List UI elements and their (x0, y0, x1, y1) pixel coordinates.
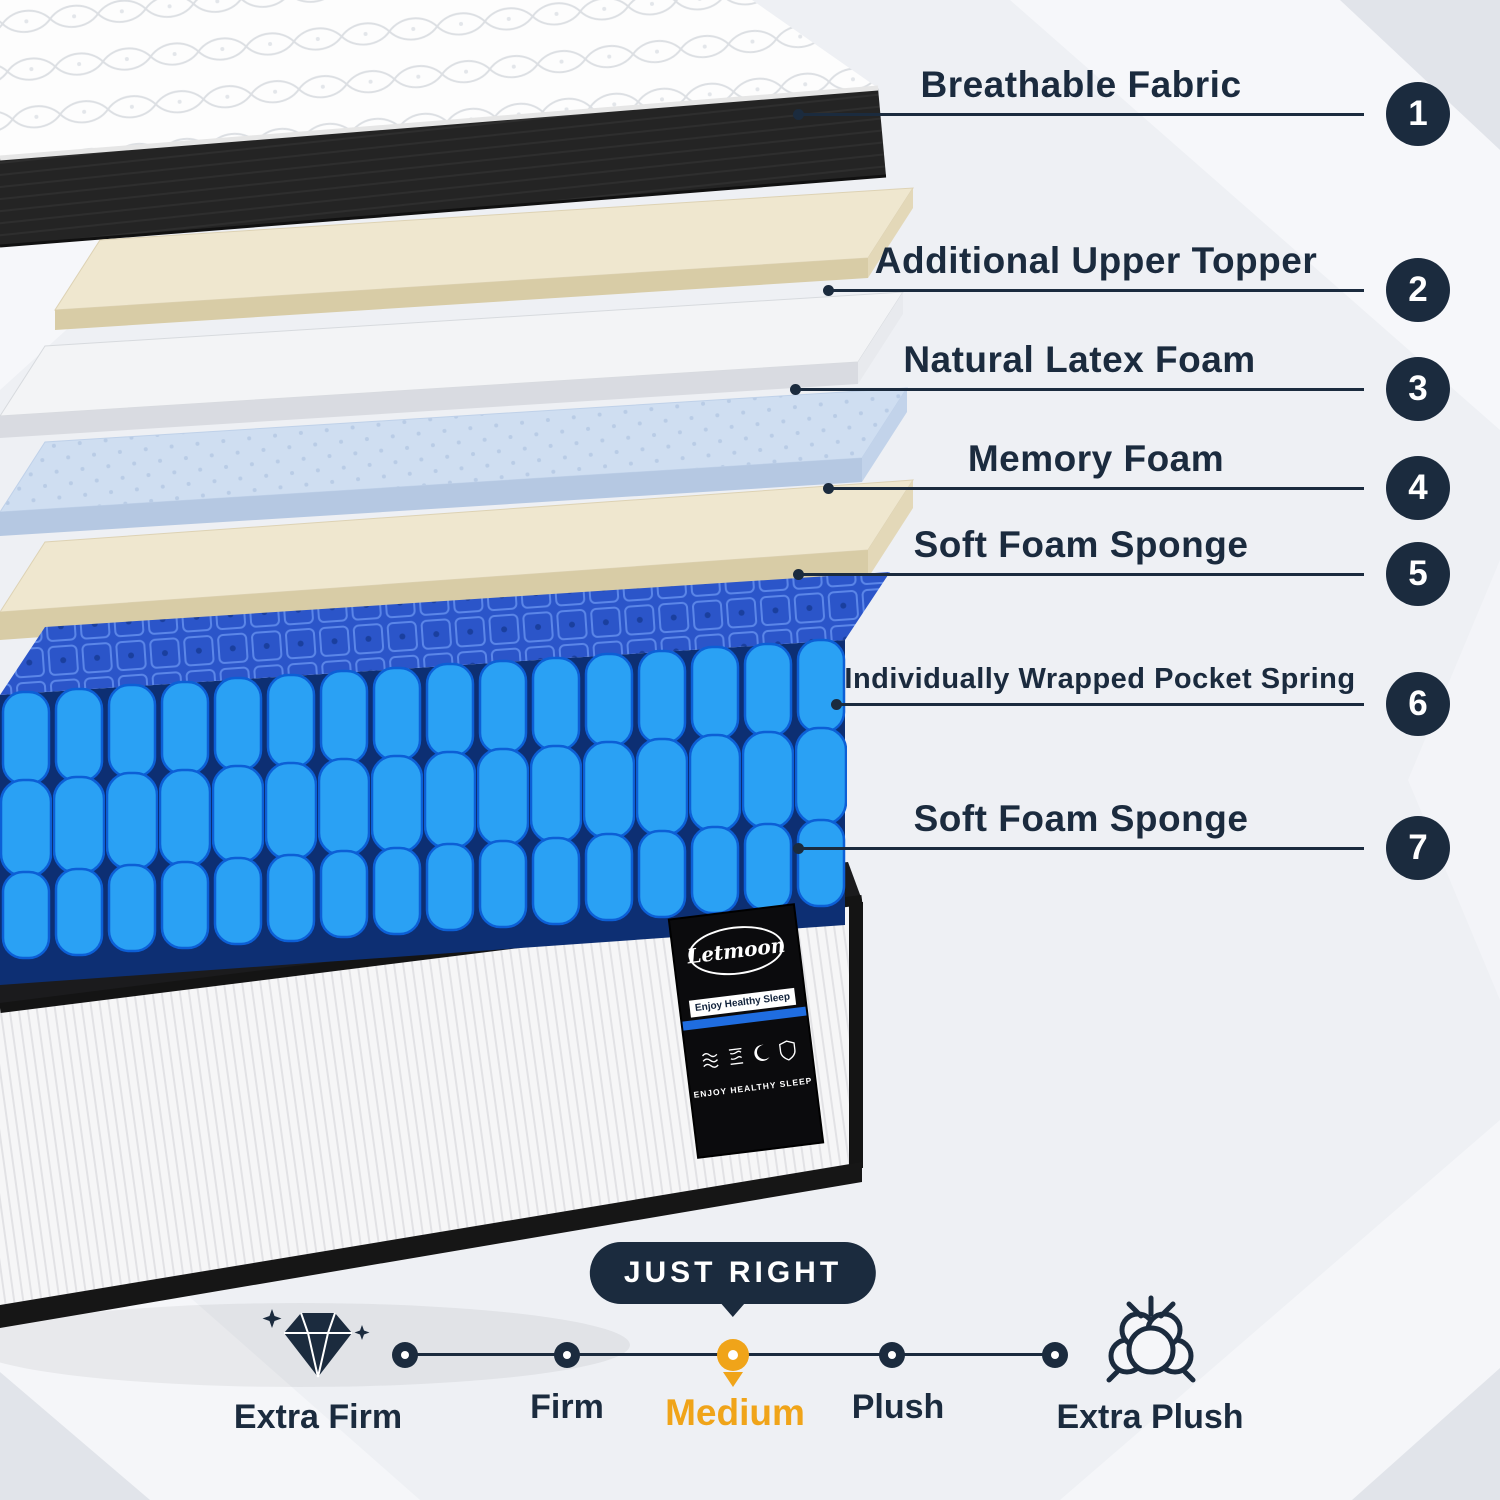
callout-label: Individually Wrapped Pocket Spring (844, 663, 1356, 695)
callout-label: Natural Latex Foam (903, 339, 1256, 380)
just-right-callout: JUST RIGHT (589, 1242, 877, 1317)
callout-number-badge: 6 (1386, 672, 1450, 736)
callout-pointer (719, 1302, 746, 1317)
mattress-brand-panel: Letmoon Enjoy Healthy Sleep ENJOY HEALTH… (669, 905, 823, 1157)
brand-logo: Letmoon (685, 920, 787, 981)
callout-line (795, 388, 1364, 391)
callout-number-badge: 5 (1386, 542, 1450, 606)
callout-memory-foam: Memory Foam 4 (823, 438, 1450, 520)
brand-caption: ENJOY HEALTHY SLEEP (692, 1075, 813, 1100)
layer-pocket-springs (0, 572, 890, 985)
callout-soft-foam-lower: Soft Foam Sponge 7 (793, 798, 1450, 880)
callout-number-badge: 2 (1386, 258, 1450, 322)
callout-latex-foam: Natural Latex Foam 3 (790, 339, 1450, 421)
callout-line (798, 573, 1364, 576)
callout-pocket-spring: Individually Wrapped Pocket Spring 6 (831, 663, 1450, 736)
firmness-dot-extra-plush (1042, 1342, 1068, 1368)
firmness-label-firm: Firm (530, 1388, 604, 1426)
fabric-icon (701, 1053, 719, 1068)
feature-icons-row (700, 1037, 798, 1073)
callout-label: Breathable Fabric (920, 64, 1242, 105)
firmness-label-plush: Plush (851, 1388, 945, 1426)
shield-icon (778, 1040, 796, 1061)
medium-pointer (723, 1372, 743, 1387)
firmness-dot-extra-firm (392, 1342, 418, 1368)
callout-label: Soft Foam Sponge (913, 798, 1249, 839)
firmness-label-extra-firm: Extra Firm (233, 1398, 403, 1436)
firmness-dot-plush (879, 1342, 905, 1368)
callout-number-badge: 7 (1386, 816, 1450, 880)
brand-name: Letmoon (685, 932, 787, 969)
callout-line (798, 847, 1364, 850)
callout-label: Memory Foam (967, 438, 1225, 479)
spring-icon (728, 1047, 744, 1065)
callout-upper-topper: Additional Upper Topper 2 (823, 240, 1450, 322)
diamond-icon (262, 1309, 370, 1378)
just-right-text: JUST RIGHT (623, 1256, 843, 1289)
callout-soft-foam-upper: Soft Foam Sponge 5 (793, 524, 1450, 606)
firmness-dot-medium-selected (717, 1339, 749, 1371)
callout-line (828, 289, 1364, 292)
callout-label: Additional Upper Topper (874, 240, 1318, 281)
callout-line (798, 113, 1364, 116)
callout-line (828, 487, 1364, 490)
callout-number-badge: 4 (1386, 456, 1450, 520)
cotton-icon (1106, 1295, 1196, 1383)
firmness-dot-firm (554, 1342, 580, 1368)
layer-latex-foam (0, 291, 904, 438)
layer-breathable-fabric (0, 0, 887, 248)
firmness-label-medium: Medium (665, 1392, 805, 1433)
layer-upper-topper (54, 187, 914, 330)
callout-number-badge: 1 (1386, 82, 1450, 146)
callout-breathable-fabric: Breathable Fabric 1 (793, 64, 1450, 146)
callout-line (836, 703, 1364, 706)
moon-icon (754, 1044, 770, 1061)
callout-label: Soft Foam Sponge (913, 524, 1249, 565)
callout-number-badge: 3 (1386, 357, 1450, 421)
firmness-label-extra-plush: Extra Plush (1056, 1398, 1244, 1436)
